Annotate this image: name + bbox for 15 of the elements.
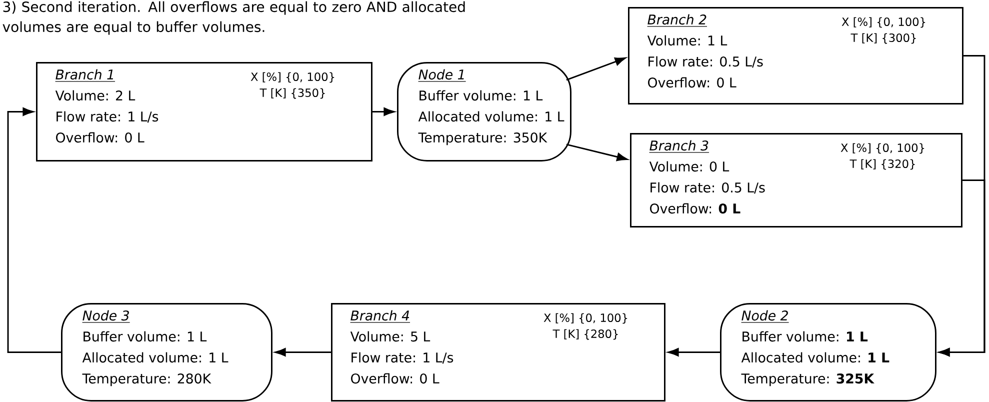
arrow — [668, 348, 720, 356]
branch-box: Branch 1 Volume: 2 L Flow rate: 1 L/s Overflow: 0 L X [%] {0, 100} T [K] {350} — [36, 62, 372, 162]
node-box: Node 1 Buffer volume: 1 L Allocated volume: 1 L Temperature: 350K — [397, 62, 572, 162]
arrow — [938, 180, 986, 356]
arrow — [7, 108, 61, 353]
node-box: Node 3 Buffer volume: 1 L Allocated volume: 1 L Temperature: 280K — [61, 303, 272, 402]
branch-box: Branch 2 Volume: 1 L Flow rate: 0.5 L/s Overflow: 0 L X [%] {0, 100} T [K] {300} — [628, 7, 964, 104]
arrow — [566, 144, 628, 162]
arrow — [372, 108, 395, 116]
branch-box: Branch 3 Volume: 0 L Flow rate: 0.5 L/s Overflow: 0 L X [%] {0, 100} T [K] {320} — [630, 133, 962, 228]
title: 3) Second iteration. All overflows are equal to zero AND allocated volumes are equal to buffer volumes. — [2, 1, 465, 35]
arrow — [566, 57, 626, 81]
node-box: Node 2 Buffer volume: 1 L Allocated volume: 1 L Temperature: 325K — [720, 303, 936, 402]
arrow — [274, 348, 331, 356]
branch-box: Branch 4 Volume: 5 L Flow rate: 1 L/s Overflow: 0 L X [%] {0, 100} T [K] {280} — [331, 303, 666, 402]
